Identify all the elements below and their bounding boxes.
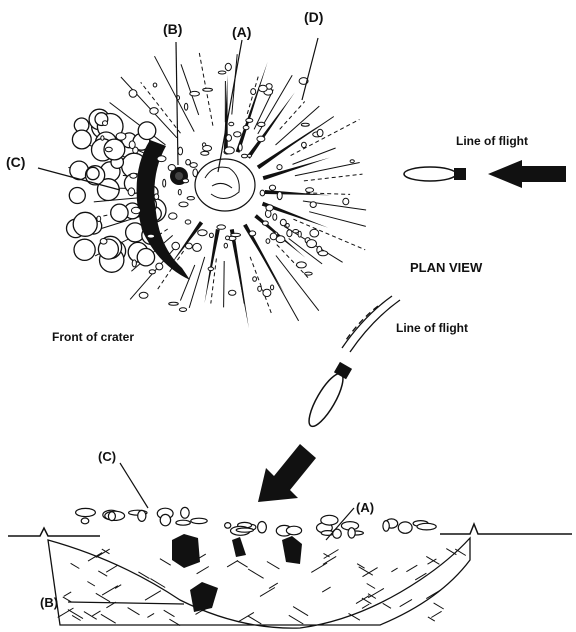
falling-bomb-icon (303, 361, 354, 431)
crater-section (48, 534, 470, 628)
plan-label-c: (C) (6, 154, 25, 170)
section-label-b: (B) (40, 595, 58, 610)
plan-view-title: PLAN VIEW (410, 260, 483, 275)
bomb-icon (404, 167, 466, 181)
section-label-c: (C) (98, 449, 116, 464)
front-of-crater-label: Front of crater (52, 330, 134, 344)
section-line-of-flight-label: Line of flight (396, 321, 468, 335)
flight-path (342, 296, 400, 352)
plan-label-a: (A) (232, 24, 251, 40)
impact-arrow-icon (258, 444, 316, 502)
plan-label-b: (B) (163, 21, 182, 37)
arrow-icon (488, 160, 566, 188)
plan-line-of-flight-label: Line of flight (456, 134, 528, 148)
plan-label-d: (D) (304, 9, 323, 25)
plan-view-crater (67, 52, 367, 328)
debris-mound (76, 507, 437, 538)
section-label-a: (A) (356, 500, 374, 515)
